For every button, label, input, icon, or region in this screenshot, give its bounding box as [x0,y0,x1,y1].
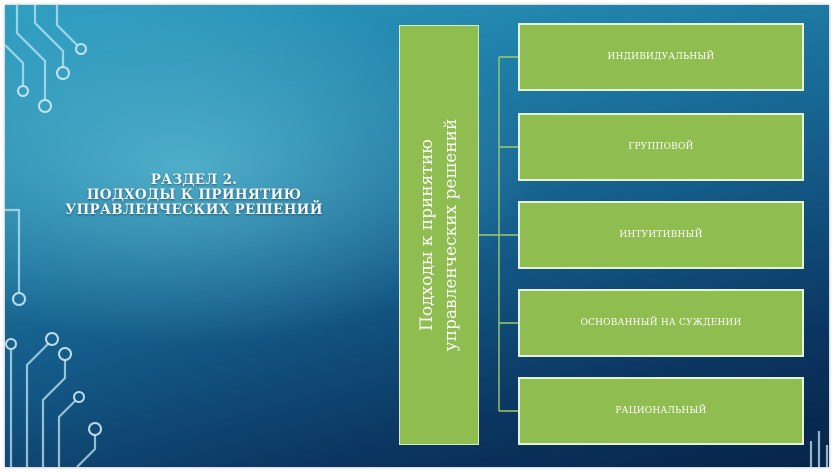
child-node-judgment: ОСНОВАННЫЙ НА СУЖДЕНИИ [518,289,804,357]
slide-title-line: РАЗДЕЛ 2. [150,172,238,188]
circuit-decoration-icon [5,5,829,467]
slide-title-line: УПРАВЛЕНЧЕСКИХ РЕШЕНИЙ [65,202,323,218]
slide-title: РАЗДЕЛ 2. ПОДХОДЫ К ПРИНЯТИЮ УПРАВЛЕНЧЕС… [5,173,383,218]
root-node-line: Подходы к принятию [417,139,437,331]
root-node: Подходы к принятию управленческих решени… [399,25,479,445]
root-node-text: Подходы к принятию управленческих решени… [415,30,463,440]
child-node-intuitive: ИНТУИТИВНЫЙ [518,201,804,269]
child-node-individual: ИНДИВИДУАЛЬНЫЙ [518,23,804,91]
slide: РАЗДЕЛ 2. ПОДХОДЫ К ПРИНЯТИЮ УПРАВЛЕНЧЕС… [5,5,829,467]
child-node-rational: РАЦИОНАЛЬНЫЙ [518,377,804,445]
child-node-group: ГРУППОВОЙ [518,113,804,181]
slide-title-line: ПОДХОДЫ К ПРИНЯТИЮ [86,187,302,203]
root-node-line: управленческих решений [441,118,461,352]
